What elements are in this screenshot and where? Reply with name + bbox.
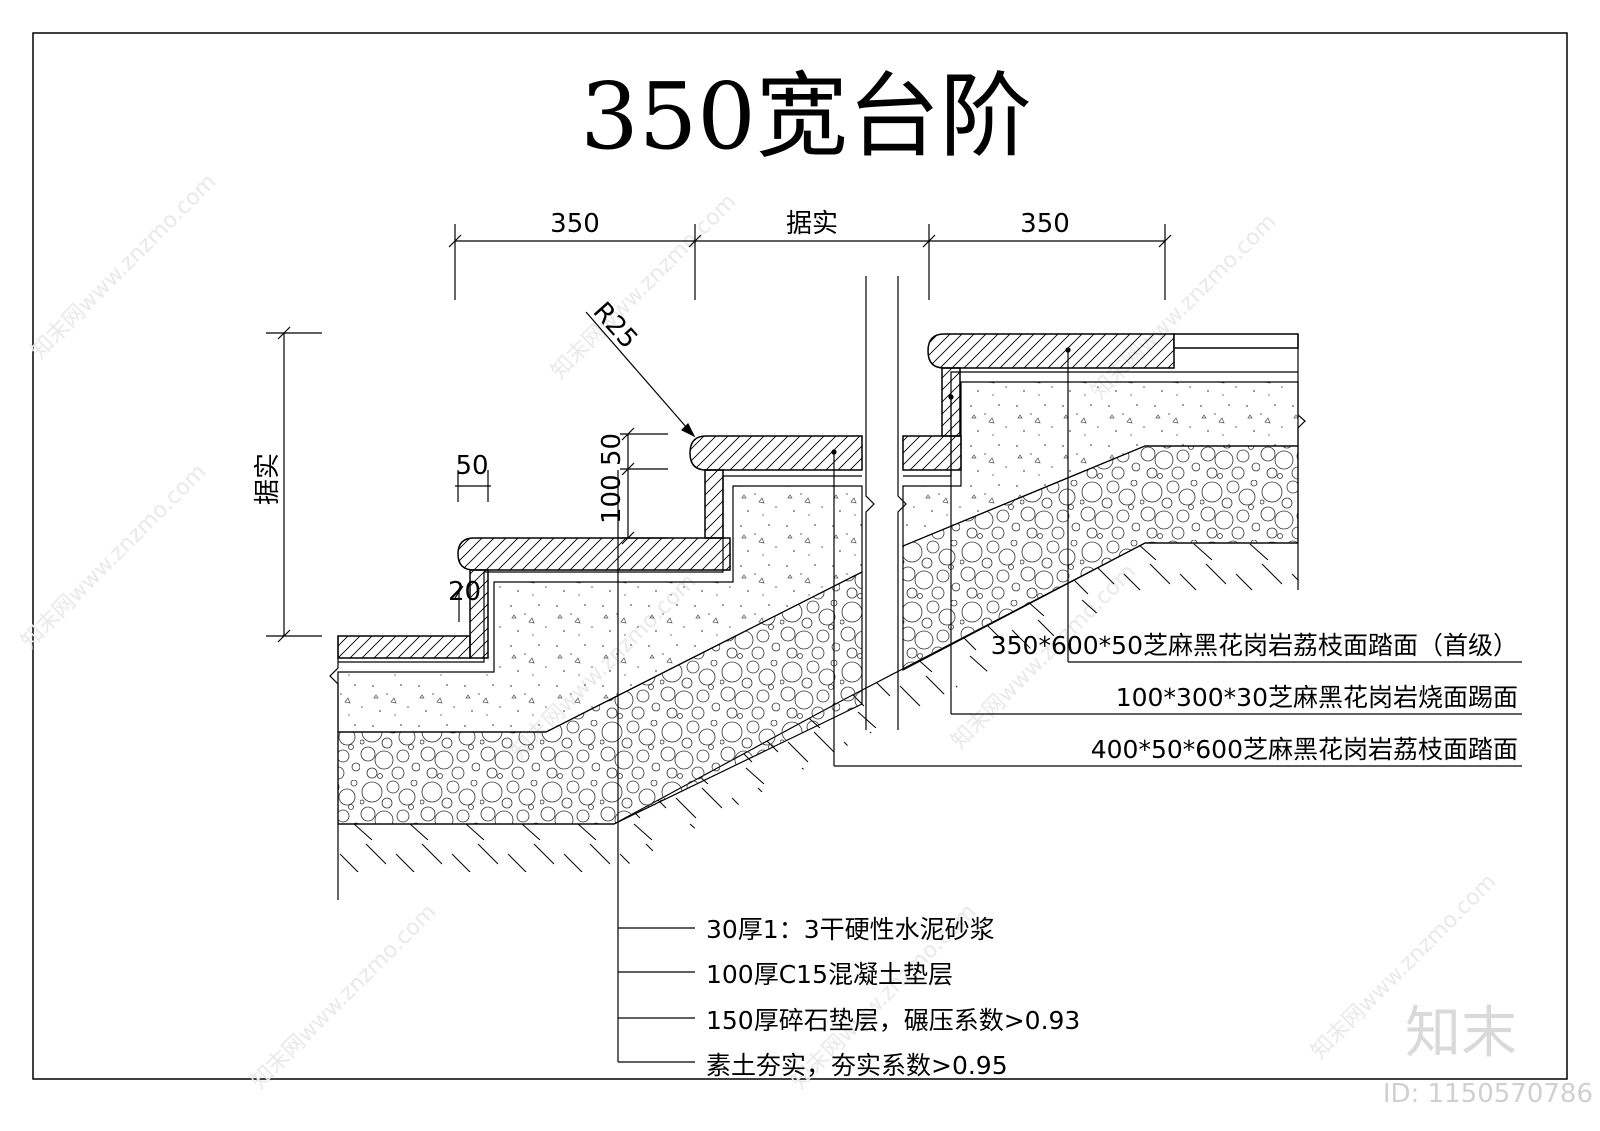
note-concrete: 100厚C15混凝土垫层 bbox=[706, 960, 953, 989]
dim-middle: 据实 bbox=[786, 209, 838, 239]
note-mortar: 30厚1：3干硬性水泥砂浆 bbox=[706, 915, 995, 944]
dim-left-vertical: 据实 bbox=[253, 453, 283, 505]
dim-right-350: 350 bbox=[1020, 209, 1070, 239]
note-gravel: 150厚碎石垫层，碾压系数>0.93 bbox=[706, 1006, 1080, 1035]
concrete-layer-left bbox=[337, 485, 863, 733]
note-first-tread: 350*600*50芝麻黑花岗岩荔枝面踏面（首级） bbox=[991, 631, 1518, 660]
dim-left-350: 350 bbox=[550, 209, 600, 239]
dimension-lines bbox=[266, 224, 1172, 643]
dim-gap-20: 20 bbox=[448, 577, 481, 607]
tread-2-right bbox=[902, 435, 962, 471]
svg-text:知末网www.znzmo.com: 知末网www.znzmo.com bbox=[1087, 209, 1282, 404]
tread-1 bbox=[457, 537, 731, 571]
tread-2 bbox=[689, 435, 863, 471]
granite-paving bbox=[337, 333, 1299, 659]
drawing-title: 350宽台阶 bbox=[580, 63, 1032, 170]
dim-tread-50: 50 bbox=[597, 433, 627, 466]
image-id: ID: 1150570786 bbox=[1383, 1079, 1593, 1109]
bottom-leaders bbox=[617, 470, 695, 1063]
break-lines bbox=[329, 276, 1306, 900]
tread-top bbox=[927, 333, 1175, 369]
svg-text:知末网www.znzmo.com: 知末网www.znzmo.com bbox=[247, 899, 442, 1094]
dim-riser-100: 100 bbox=[597, 474, 627, 524]
svg-text:知末网www.znzmo.com: 知末网www.znzmo.com bbox=[27, 169, 222, 364]
drawing-frame bbox=[32, 32, 1568, 1080]
riser-2 bbox=[704, 469, 724, 539]
top-landing bbox=[1173, 333, 1299, 349]
landing-slab bbox=[337, 635, 471, 659]
note-tread: 400*50*600芝麻黑花岗岩荔枝面踏面 bbox=[1091, 735, 1518, 764]
note-soil: 素土夯实，夯实系数>0.95 bbox=[706, 1051, 1008, 1080]
svg-text:知末网www.znzmo.com: 知末网www.znzmo.com bbox=[17, 459, 212, 654]
note-riser: 100*300*30芝麻黑花岗岩烧面踢面 bbox=[1116, 683, 1518, 712]
dim-nosing-50: 50 bbox=[455, 451, 488, 481]
brand-logo: 知末 bbox=[1405, 1001, 1517, 1066]
right-leaders bbox=[831, 347, 1522, 767]
